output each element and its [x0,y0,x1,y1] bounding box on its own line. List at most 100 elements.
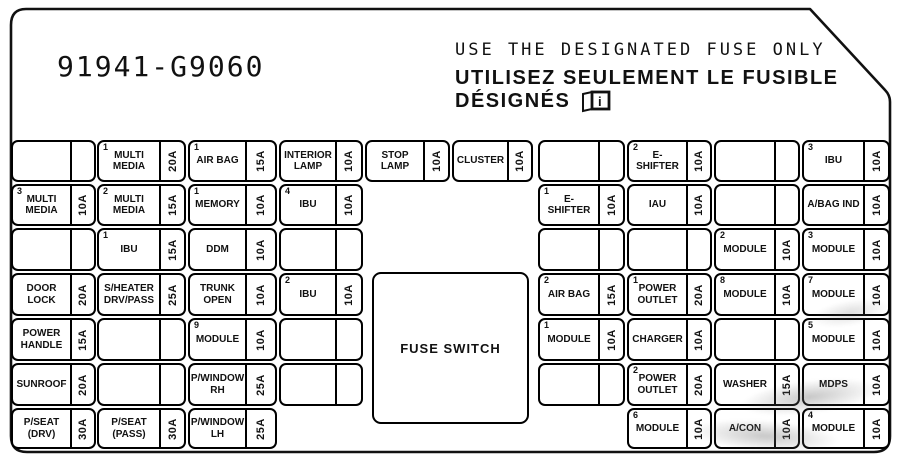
fuse-label: AIR BAG [196,155,239,167]
fuse-label: WASHER [723,378,767,390]
fuse-amp-text: 10A [693,417,705,440]
fuse-amp-text: 10A [870,238,883,261]
fuse-amp-rating: 15A [598,275,623,314]
fuse-label [716,142,774,180]
fuse-label: POWER HANDLE [20,328,63,351]
fuse-index-superscript: 2 [720,230,726,240]
fuse-amp-rating: 10A [598,320,623,359]
fuse-amp-text: 10A [77,194,89,216]
fuse-label [13,230,70,269]
fuse-amp-rating: 15A [159,186,184,224]
part-number: 91941-G9060 [57,50,265,83]
fuse-label: CLUSTER [456,155,505,167]
fuse-label [540,365,598,404]
fuse-index-superscript: 1 [544,320,550,330]
fuse-label [281,320,335,359]
fuse-label: MODULE [635,422,680,434]
fuse-label: E-SHIFTER [636,149,679,172]
fuse-label: IBU [120,243,138,255]
fuse-amp-text: 25A [166,283,179,306]
fuse-index-superscript: 1 [633,275,639,285]
fuse-amp-text: 10A [870,373,883,396]
fuse-amp-text: 10A [870,283,883,306]
fuse-label: A/BAG IND [807,199,860,211]
fuse-amp-rating: 25A [245,410,275,447]
fuse-amp-rating: 10A [863,230,888,269]
fuse-index-superscript: 1 [194,142,200,152]
fuse-amp-text: 10A [255,328,267,351]
warning-text-fr-line2: DÉSIGNÉS i [455,90,875,113]
fuse-switch-label: FUSE SWITCH [400,340,501,356]
fuse-amp-rating [159,320,184,359]
fuse-amp-rating [598,142,623,180]
fuse-amp-text: 25A [255,373,267,396]
fuse-label: SUNROOF [16,378,67,390]
fuse-amp-text: 15A [605,283,618,306]
fuse-label: IBU [824,155,843,167]
fuse-amp-rating: 10A [70,186,94,224]
fuse-amp-rating: 10A [335,275,361,314]
fuse-amp-rating: 10A [774,410,798,447]
fuse-amp-rating: 10A [774,230,798,269]
empty-fuse-cell [714,140,800,182]
fuse-label: POWER OUTLET [637,283,678,306]
warning-text-fr-line1: UTILISEZ SEULEMENT LE FUSIBLE [455,67,839,89]
fuse-label: P/WINDOW LH [190,417,245,440]
fuse-label: A/CON [728,422,762,434]
fuse-amp-rating: 10A [245,320,275,359]
fuse-label: MODULE [547,333,591,345]
fuse-amp-rating [70,142,94,180]
fuse-label: MULTI MEDIA [112,149,146,172]
empty-fuse-cell [279,228,363,271]
fuse-amp-rating: 10A [245,186,275,224]
fuse-amp-rating: 10A [686,320,710,359]
fuse-amp-text: 10A [605,328,618,351]
fuse-amp-rating [686,230,710,269]
fuse-label [540,142,598,180]
fuse-label [281,230,335,269]
fuse-label: MEMORY [195,199,240,211]
fuse-cell: P/SEAT (DRV)30A [11,408,96,449]
fuse-label: POWER OUTLET [637,373,678,396]
fuse-index-superscript: 3 [808,142,814,152]
fuse-label: MULTI MEDIA [25,193,58,216]
fuse-cell: P/SEAT (PASS)30A [97,408,186,449]
fuse-amp-text: 10A [430,150,443,172]
fuse-amp-rating: 20A [70,365,94,404]
fuse-amp-text: 15A [77,328,89,351]
fuse-index-superscript: 2 [633,365,639,375]
fuse-amp-text: 10A [781,238,793,261]
fuse-amp-text: 10A [255,283,267,306]
empty-fuse-cell [714,318,800,361]
fuse-amp-rating: 10A [863,365,888,404]
fuse-amp-text: 10A [343,194,355,216]
fuse-index-superscript: 8 [720,275,726,285]
fuse-label [99,320,159,359]
fuse-index-superscript: 1 [103,230,109,240]
fuse-cell: MODULE 10A 1 [538,318,625,361]
fuse-label: IBU [299,199,317,211]
fuse-amp-rating: 15A [245,142,275,180]
fuse-switch-box: FUSE SWITCH [372,272,529,424]
fuse-label: INTERIOR LAMP [284,149,332,172]
fuse-index-superscript: 2 [285,275,291,285]
fuse-amp-text: 20A [77,283,89,306]
fuse-index-superscript: 5 [808,320,814,330]
fuse-amp-rating: 20A [70,275,94,314]
fuse-amp-rating: 20A [159,142,184,180]
fuse-label: MODULE [723,243,767,255]
fuse-cell: POWER HANDLE 15A [11,318,96,361]
